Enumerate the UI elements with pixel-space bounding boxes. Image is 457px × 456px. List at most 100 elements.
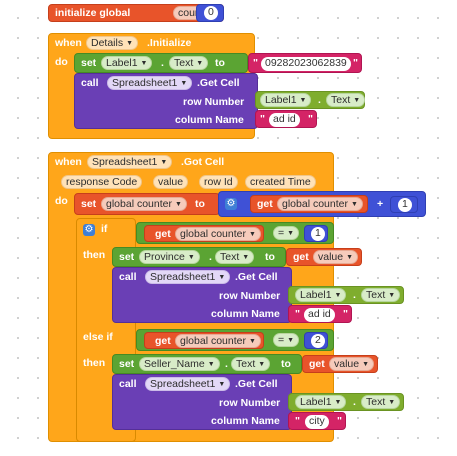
column-name-label: column Name [175,114,244,126]
component-dropdown-label1[interactable]: Label1▼ [260,93,312,107]
open-quote: " [295,308,300,320]
property-dropdown-text[interactable]: Text▼ [361,395,401,409]
variable-dropdown-value[interactable]: value▼ [313,250,359,264]
text-block-adid[interactable]: " ad id " [255,110,317,128]
get-label1-text-block[interactable]: Label1▼ . Text▼ [288,286,404,304]
component-dropdown-label1[interactable]: Label1▼ [295,288,347,302]
number-field-zero[interactable]: 0 [204,6,218,20]
number-block-two[interactable]: 2 [304,332,328,349]
number-field-one[interactable]: 1 [311,227,325,241]
set-seller-name-text-block[interactable]: set Seller_Name▼ . Text▼ to [112,354,302,374]
call-get-cell-block[interactable]: call Spreadsheet1▼ .Get Cell row Number … [112,374,292,430]
get-label: get [309,358,325,370]
param-created-time[interactable]: created Time [245,175,316,189]
text-block-phone[interactable]: " 09282023062839 " [248,53,362,73]
to-label: to [227,7,237,19]
get-label: get [257,198,273,210]
gear-icon[interactable]: ⚙ [83,224,95,236]
chevron-down-icon: ▼ [196,60,204,67]
get-label1-text-block[interactable]: Label1▼ . Text▼ [288,393,404,411]
chevron-down-icon: ▼ [334,292,342,299]
row-number-label: row Number [219,397,281,409]
component-dropdown-details[interactable]: Details▼ [86,36,139,50]
plus-operator: + [377,198,384,210]
open-quote: " [253,57,258,69]
call-get-cell-block[interactable]: call Spreadsheet1▼ .Get Cell row Number … [112,267,292,323]
to-label: to [281,358,291,370]
component-dropdown-spreadsheet1[interactable]: Spreadsheet1▼ [145,377,231,391]
text-field-adid[interactable]: ad id [304,308,335,322]
property-dropdown-text[interactable]: Text▼ [215,250,255,264]
get-value-block[interactable]: get value▼ [302,355,378,373]
variable-dropdown-global-counter[interactable]: global counter▼ [277,197,363,211]
chevron-down-icon: ▼ [258,361,266,368]
property-dropdown-text[interactable]: Text▼ [169,56,209,70]
if-then-block[interactable]: ⚙ if then else if then [76,218,136,442]
set-label: set [119,358,135,370]
property-dropdown-text[interactable]: Text▼ [231,357,271,371]
chevron-down-icon: ▼ [350,201,358,208]
call-label: call [119,378,137,390]
param-response-code[interactable]: response Code [61,175,143,189]
get-global-counter-block[interactable]: get global counter▼ [144,225,264,242]
variable-dropdown-global-counter[interactable]: global counter▼ [175,334,261,348]
component-dropdown-seller-name[interactable]: Seller_Name▼ [139,357,220,371]
chevron-down-icon: ▼ [353,97,361,104]
event-name-label: .Initialize [147,37,192,49]
property-dropdown-text[interactable]: Text▼ [326,93,366,107]
get-global-counter-block[interactable]: get global counter▼ [250,195,368,213]
component-dropdown-label1[interactable]: Label1▼ [101,56,153,70]
call-get-cell-block[interactable]: call Spreadsheet1▼ .Get Cell row Number … [74,73,258,129]
set-label1-text-block[interactable]: set Label1▼ . Text▼ to [74,53,248,73]
param-value[interactable]: value [153,175,189,189]
close-quote: " [337,415,342,427]
number-block-zero[interactable]: 0 [196,4,224,22]
component-dropdown-province[interactable]: Province▼ [139,250,200,264]
variable-dropdown-global-counter[interactable]: global counter▼ [175,227,261,241]
get-global-counter-block[interactable]: get global counter▼ [144,332,264,349]
else-if-label: else if [83,331,113,343]
chevron-down-icon: ▼ [287,230,295,237]
operator-dropdown-equals[interactable]: =▼ [273,226,300,240]
number-block-one[interactable]: 1 [304,225,328,242]
chevron-down-icon: ▼ [174,201,182,208]
gear-icon[interactable]: ⚙ [225,198,237,210]
component-dropdown-spreadsheet1[interactable]: Spreadsheet1▼ [87,155,173,169]
set-province-text-block[interactable]: set Province▼ . Text▼ to [112,247,286,267]
text-field-phone[interactable]: 09282023062839 [261,57,351,71]
variable-dropdown-global-counter[interactable]: global counter▼ [101,197,187,211]
chevron-down-icon: ▼ [160,159,168,166]
text-field-city[interactable]: city [305,415,329,429]
get-value-block[interactable]: get value▼ [286,248,362,266]
close-quote: " [308,113,313,125]
number-field-one[interactable]: 1 [398,198,412,212]
param-row-id[interactable]: row Id [199,175,238,189]
operator-dropdown-equals[interactable]: =▼ [273,333,300,347]
text-block-adid[interactable]: " ad id " [288,305,352,323]
number-block-one[interactable]: 1 [390,196,418,213]
property-dropdown-text[interactable]: Text▼ [361,288,401,302]
set-label: set [119,251,135,263]
component-dropdown-label1[interactable]: Label1▼ [295,395,347,409]
component-dropdown-spreadsheet1[interactable]: Spreadsheet1▼ [145,270,231,284]
component-dropdown-spreadsheet1[interactable]: Spreadsheet1▼ [107,76,193,90]
do-label: do [55,195,68,207]
set-label: set [81,198,97,210]
set-global-counter-block[interactable]: set global counter▼ to [74,193,220,215]
chevron-down-icon: ▼ [187,254,195,261]
get-label1-text-block[interactable]: Label1▼ . Text▼ [255,91,366,109]
method-name-label: .Get Cell [235,378,278,390]
chevron-down-icon: ▼ [207,361,215,368]
number-field-two[interactable]: 2 [311,334,325,348]
method-name-label: .Get Cell [197,77,240,89]
text-block-city[interactable]: " city " [288,412,346,430]
dot-label: . [225,358,228,370]
variable-dropdown-value[interactable]: value▼ [329,357,375,371]
do-label: do [55,56,68,68]
column-name-label: column Name [211,308,280,320]
chevron-down-icon: ▼ [218,274,226,281]
close-quote: " [353,57,358,69]
text-field-adid[interactable]: ad id [269,113,300,127]
chevron-down-icon: ▼ [180,80,188,87]
set-label: set [81,57,97,69]
